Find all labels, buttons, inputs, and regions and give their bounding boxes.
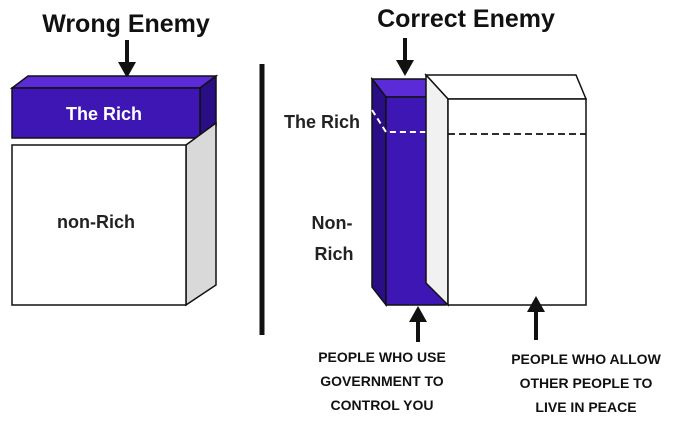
caption-government: PEOPLE WHO USE GOVERNMENT TO CONTROL YOU xyxy=(318,349,446,413)
rich-block-wrong-label: The Rich xyxy=(66,104,142,124)
correct-enemy-title: Correct Enemy xyxy=(377,5,555,33)
nonrich-side-label-line2: Rich xyxy=(314,244,353,264)
up-arrow-peace xyxy=(527,296,545,340)
nonrich-side-label-line1: Non- xyxy=(312,213,353,233)
caption-peace-line2: OTHER PEOPLE TO xyxy=(520,375,653,391)
caption-government-line3: CONTROL YOU xyxy=(331,397,434,413)
caption-peace: PEOPLE WHO ALLOW OTHER PEOPLE TO LIVE IN… xyxy=(511,351,661,415)
rich-side-label: The Rich xyxy=(284,112,360,132)
caption-peace-line3: LIVE IN PEACE xyxy=(535,399,636,415)
caption-peace-line1: PEOPLE WHO ALLOW xyxy=(511,351,661,367)
nonrich-block-wrong-label: non-Rich xyxy=(57,212,135,232)
peaceful-people-column xyxy=(424,73,588,307)
up-arrow-government xyxy=(409,306,427,342)
caption-government-line2: GOVERNMENT TO xyxy=(320,373,444,389)
down-arrow-correct xyxy=(396,38,414,76)
caption-government-line1: PEOPLE WHO USE xyxy=(318,349,446,365)
wrong-enemy-title: Wrong Enemy xyxy=(42,10,210,38)
nonrich-block-wrong: non-Rich xyxy=(11,121,217,307)
down-arrow-wrong xyxy=(118,40,136,78)
rich-block-wrong: The Rich xyxy=(9,74,219,140)
